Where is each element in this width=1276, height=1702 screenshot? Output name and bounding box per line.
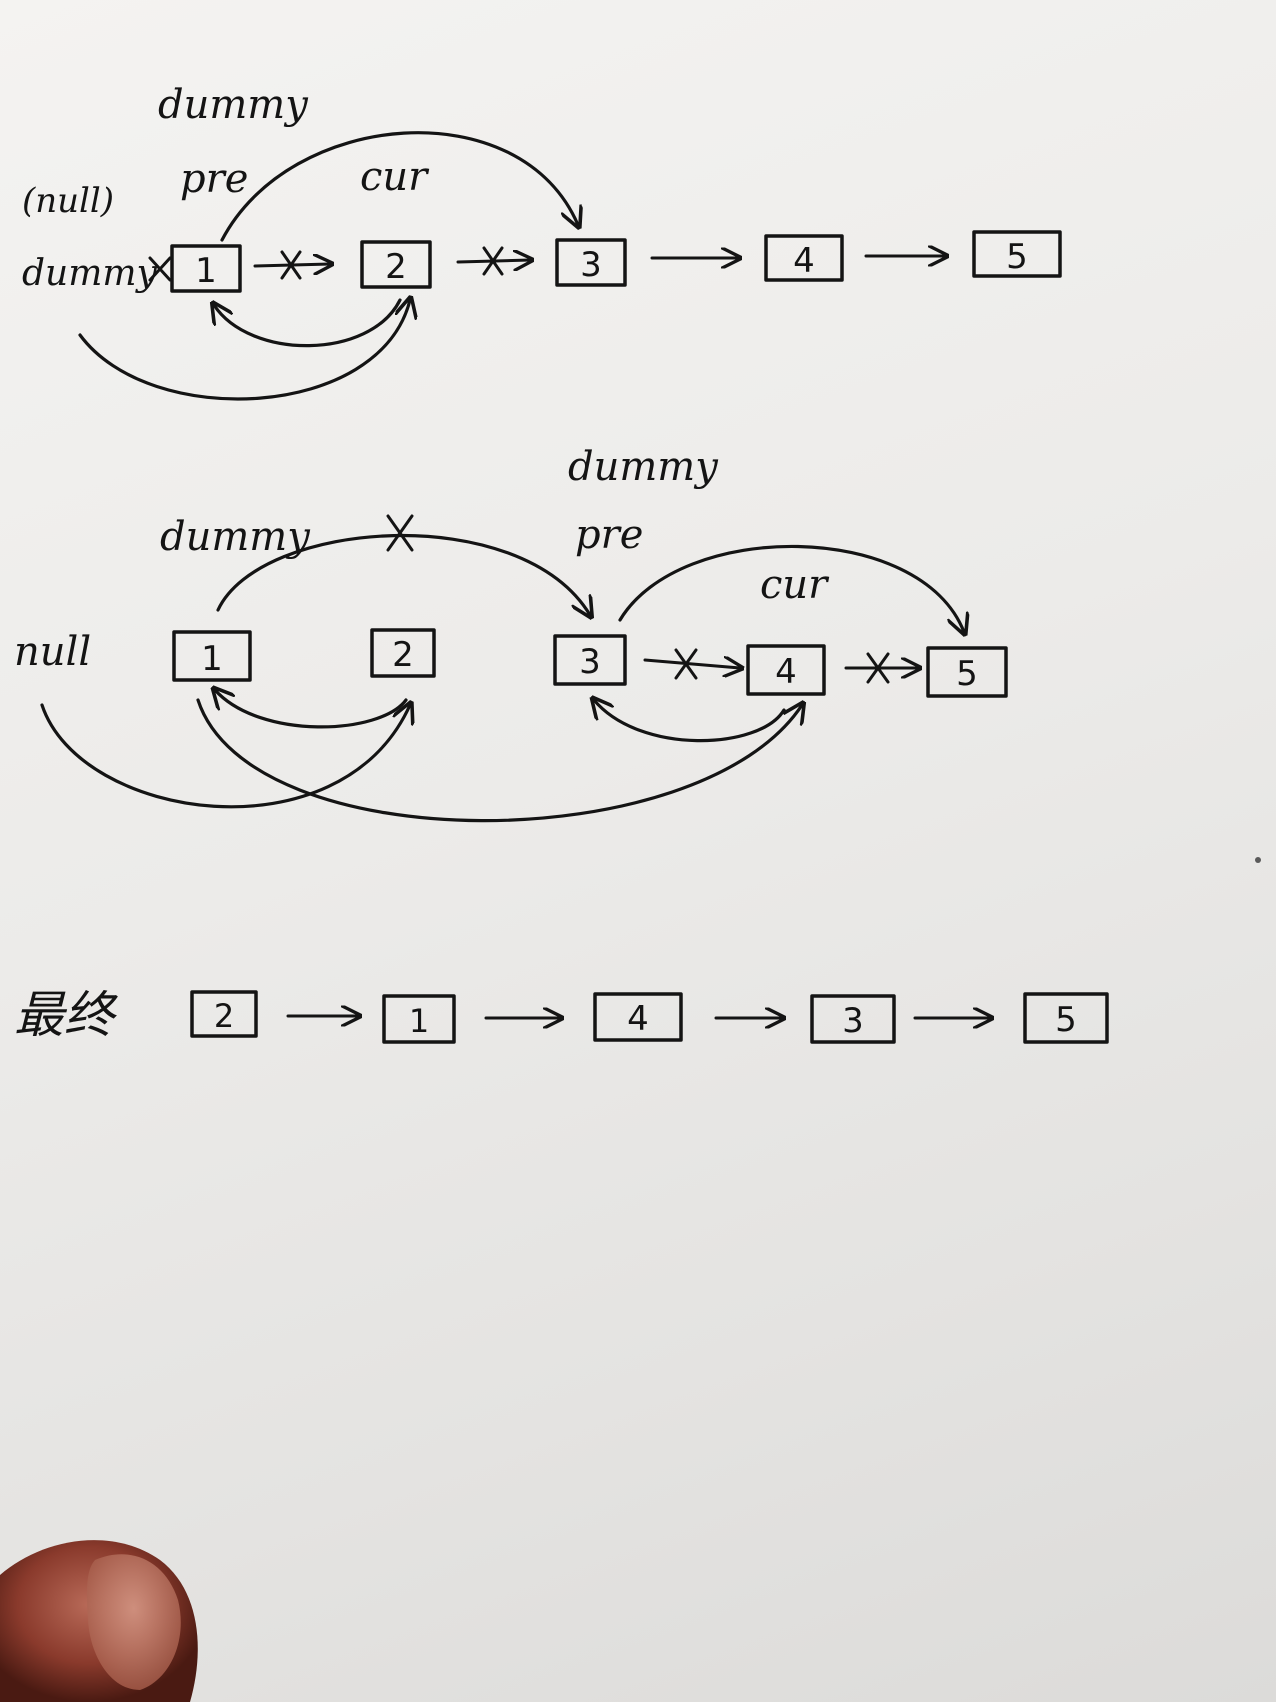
label-cur: cur: [360, 154, 430, 200]
node-value: 5: [1006, 237, 1028, 277]
node-value: 2: [214, 997, 234, 1035]
curved-arrow: [594, 700, 786, 743]
node-box: 5: [926, 646, 1008, 698]
node-box: 2: [370, 628, 436, 678]
label-dummy-left: dummy: [22, 253, 158, 294]
node-box: 1: [172, 630, 252, 682]
curved-arrow: [215, 690, 408, 729]
node-value: 4: [793, 241, 815, 281]
node-box: 3: [555, 238, 627, 287]
node-value: 4: [627, 999, 649, 1039]
label-dummy-top: dummy: [158, 82, 309, 128]
label-cur: cur: [760, 562, 830, 608]
arrow: [456, 246, 530, 276]
arrow: [844, 652, 918, 684]
node-box: 3: [553, 634, 627, 686]
node-box: 4: [593, 992, 683, 1042]
cross-mark: [148, 256, 172, 282]
label-null-paren: (null): [22, 181, 114, 221]
diagram-1: dummy pre cur (null) dummy 1 2 3 4 5: [22, 82, 1062, 401]
node-box: 1: [382, 994, 456, 1044]
node-value: 2: [392, 635, 414, 675]
arrow: [643, 648, 740, 680]
label-dummy-right: dummy: [568, 444, 719, 490]
curved-arrow: [214, 300, 402, 348]
label-final: 最终: [14, 986, 118, 1044]
node-box: 2: [360, 240, 432, 289]
node-value: 5: [1055, 1000, 1077, 1040]
label-pre: pre: [180, 156, 248, 202]
node-value: 2: [385, 247, 407, 287]
node-box: 3: [810, 994, 896, 1044]
node-box: 5: [972, 230, 1062, 278]
diagram-2: dummy dummy pre cur null 1 2 3 4 5: [14, 444, 1008, 823]
node-value: 3: [842, 1001, 864, 1041]
arrow: [253, 250, 330, 280]
curved-arrow: [40, 705, 410, 809]
label-dummy-left: dummy: [160, 514, 311, 560]
node-box: 5: [1023, 992, 1109, 1044]
finger: [0, 1540, 198, 1702]
curved-arrow: [78, 300, 410, 401]
label-pre: pre: [575, 512, 643, 558]
node-value: 3: [579, 642, 601, 682]
node-value: 3: [580, 245, 602, 285]
node-value: 5: [956, 654, 978, 694]
node-box: 2: [190, 990, 258, 1038]
curved-arrow: [196, 700, 802, 823]
curved-arrow: [618, 544, 964, 632]
node-value: 1: [409, 1002, 429, 1040]
node-value: 1: [201, 639, 223, 679]
curved-arrow: [220, 131, 578, 242]
final-result: 最终 2 1 4 3 5: [14, 986, 1109, 1044]
node-box: 4: [764, 234, 844, 282]
curved-arrow: [216, 514, 590, 615]
node-value: 4: [775, 652, 797, 692]
node-box: 4: [746, 644, 826, 696]
label-null: null: [14, 629, 91, 675]
node-value: 1: [195, 251, 217, 291]
paper-speck: [1255, 857, 1261, 863]
node-box: 1: [170, 244, 242, 293]
